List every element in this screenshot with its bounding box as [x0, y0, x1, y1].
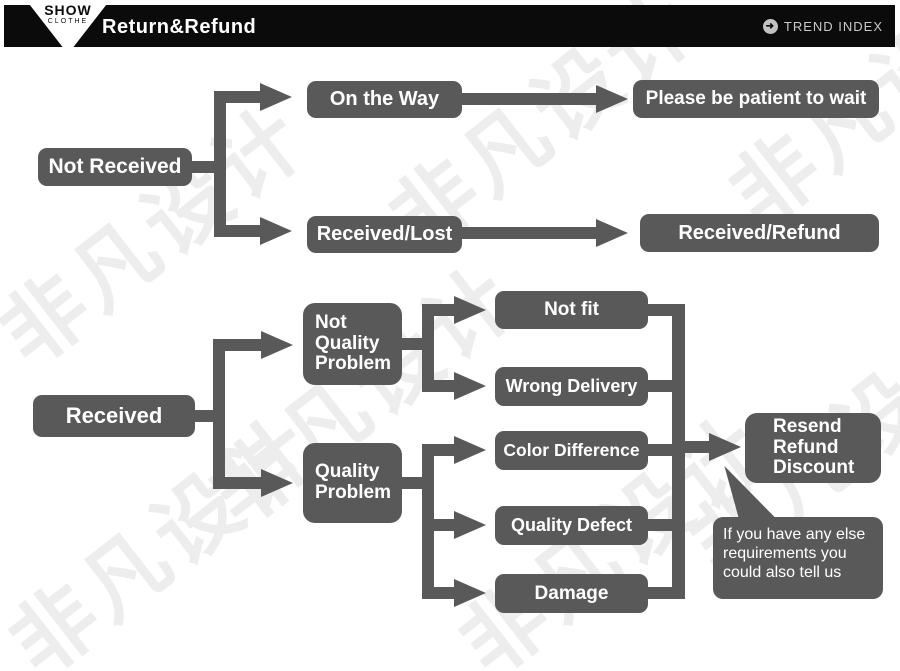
node-wrong-delivery: Wrong Delivery [495, 367, 648, 406]
note-line: If you have any else [723, 526, 866, 543]
node-line: Quality [315, 461, 380, 483]
arrow-head [454, 511, 486, 539]
connector-line [648, 519, 678, 531]
node-not-quality-problem: Not Quality Problem [303, 303, 402, 385]
connector-line [648, 380, 678, 392]
header-bar: Return&Refund TREND INDEX [4, 5, 895, 47]
arrow-head [596, 219, 628, 247]
node-line: Discount [773, 457, 855, 479]
arrow-right-circle-icon [762, 18, 778, 34]
connector-line [213, 477, 263, 489]
node-damage: Damage [495, 574, 648, 613]
arrow-head [260, 83, 292, 111]
arrow-head [709, 433, 741, 461]
arrow-head [260, 217, 292, 245]
connector-line [422, 304, 456, 316]
logo-word-show: SHOW [44, 2, 92, 18]
connector-line [422, 519, 456, 531]
note-line: could also tell us [723, 564, 842, 582]
connector-line [422, 304, 434, 392]
node-received: Received [33, 395, 195, 437]
connector-line [648, 444, 678, 456]
trend-index-brand: TREND INDEX [762, 5, 883, 47]
node-quality-defect: Quality Defect [495, 506, 648, 545]
node-not-received: Not Received [38, 148, 192, 186]
node-not-fit: Not fit [495, 291, 648, 329]
node-on-the-way: On the Way [307, 81, 462, 118]
node-line: Quality [315, 332, 380, 354]
connector-line [214, 91, 226, 237]
arrow-head [454, 579, 486, 607]
arrow-head [454, 372, 486, 400]
note-line: requirements you [723, 545, 847, 563]
connector-line [685, 441, 711, 453]
node-please-wait: Please be patient to wait [633, 80, 879, 118]
connector-line [648, 587, 678, 599]
note-speech-bubble: If you have any else requirements you co… [713, 517, 883, 599]
node-quality-problem: Quality Problem [303, 443, 402, 523]
logo-word-clothe: CLOTHE [47, 18, 89, 25]
trend-index-label: TREND INDEX [783, 18, 883, 34]
node-line: Refund [773, 436, 839, 458]
connector-line [214, 225, 262, 237]
node-color-difference: Color Difference [495, 431, 648, 470]
connector-line [214, 91, 262, 103]
node-line: Not [315, 311, 347, 333]
connector-line [422, 380, 456, 392]
connector-line [462, 93, 598, 105]
connector-line [672, 304, 685, 599]
arrow-head [261, 331, 293, 359]
node-received-refund: Received/Refund [640, 214, 879, 252]
connector-line [213, 339, 263, 351]
page-title: Return&Refund [102, 16, 257, 38]
connector-line [213, 339, 225, 489]
arrow-head [454, 296, 486, 324]
node-line: Problem [315, 482, 392, 503]
connector-line [422, 444, 456, 456]
connector-line [462, 227, 598, 239]
arrow-head [454, 436, 486, 464]
node-resend-refund-discount: Resend Refund Discount [745, 413, 881, 483]
arrow-head [596, 85, 628, 113]
node-line: Problem [315, 353, 392, 375]
connector-line [422, 587, 456, 599]
arrow-head [261, 469, 293, 497]
node-received-lost: Received/Lost [307, 216, 462, 253]
connector-line [648, 304, 678, 316]
node-line: Resend [773, 415, 842, 437]
